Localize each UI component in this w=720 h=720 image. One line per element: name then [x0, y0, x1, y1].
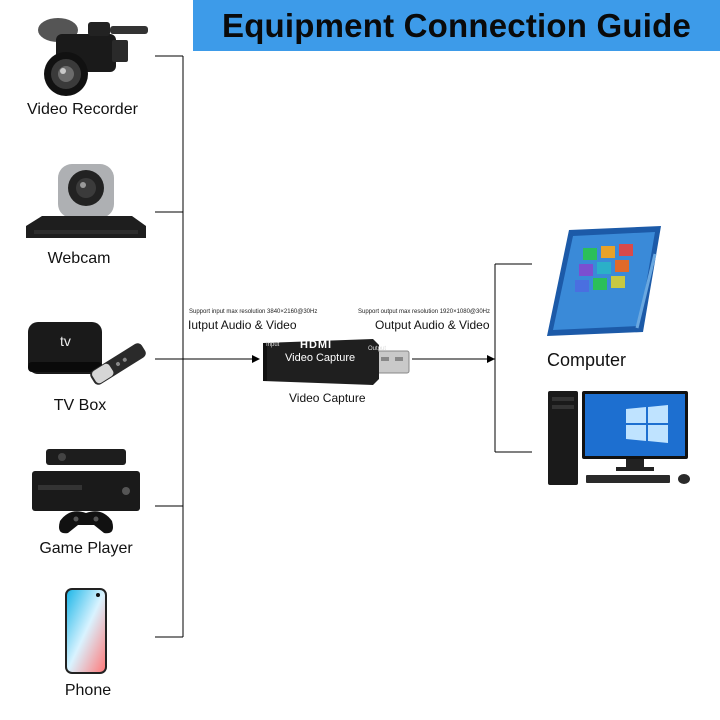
input-label: Iutput Audio & Video: [188, 318, 297, 332]
smartphone-icon: [64, 587, 108, 675]
page-title: Equipment Connection Guide: [221, 6, 692, 44]
tablet-computer-icon: [543, 224, 668, 342]
title-banner: Equipment Connection Guide: [193, 0, 720, 51]
source-label-webcam: Webcam: [47, 250, 111, 267]
port-output-label: Output: [368, 346, 387, 352]
ptz-webcam-icon: [24, 160, 149, 242]
dongle-text: Video Capture: [285, 352, 356, 364]
dongle-brand: HDMI: [300, 339, 333, 351]
game-console-icon: [30, 445, 150, 537]
input-spec-note: Support input max resolution 3840×2160@3…: [189, 309, 318, 315]
camcorder-icon: [26, 8, 151, 96]
output-spec-note: Support output max resolution 1920×1080@…: [358, 309, 491, 315]
target-label-computer: Computer: [547, 350, 627, 370]
video-capture-dongle: [261, 337, 411, 387]
source-label-tv-box: TV Box: [53, 397, 107, 414]
apple-tv-box-icon: tv: [26, 316, 148, 392]
source-label-game-player: Game Player: [39, 540, 133, 557]
capture-device-label: Video Capture: [289, 391, 366, 405]
source-label-phone: Phone: [64, 682, 112, 699]
source-label-video-recorder: Video Recorder: [27, 101, 138, 118]
svg-text:tv: tv: [60, 333, 71, 349]
port-input-label: Input: [266, 342, 280, 348]
desktop-computer-icon: [546, 389, 696, 489]
output-label: Output Audio & Video: [375, 318, 490, 332]
